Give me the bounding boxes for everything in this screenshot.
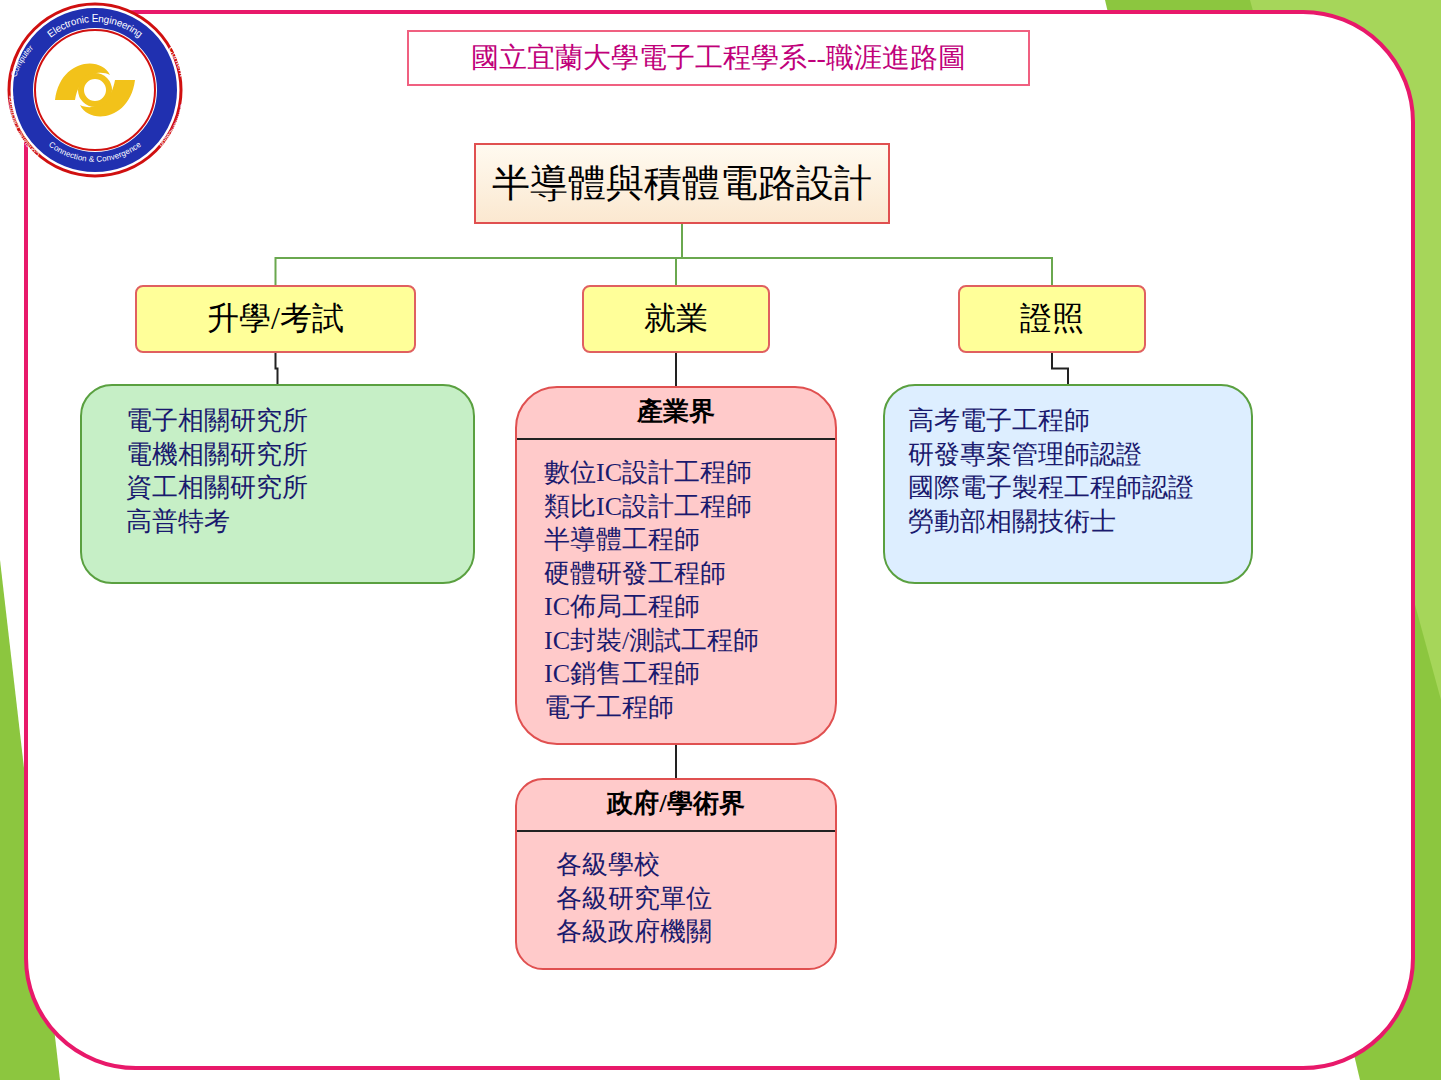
list-item: 國際電子製程工程師認證 (908, 471, 1231, 505)
list-item: 資工相關研究所 (126, 471, 453, 505)
logo-label-text: Content (166, 45, 188, 78)
tree-connector (276, 353, 278, 384)
logo-inner (35, 30, 155, 150)
logo-label-text: Consumer Electronics (7, 95, 41, 159)
category-box: 升學/考試 (135, 285, 416, 353)
box-label: 就業 (644, 297, 708, 341)
logo-band (23, 18, 167, 162)
list-item: 類比IC設計工程師 (517, 490, 835, 524)
list-item: 電子相關研究所 (126, 404, 453, 438)
box-label: 證照 (1020, 297, 1084, 341)
logo-label: Connection & Convergence (47, 140, 143, 164)
list-item: 各級學校 (517, 848, 835, 882)
box-label: 升學/考試 (207, 297, 344, 341)
section-heading: 政府/學術界 (517, 780, 835, 832)
logo-label-text: Electronic Engineering (45, 13, 145, 40)
list-item: 電子工程師 (517, 691, 835, 725)
logo-label: Consumer Electronics (7, 95, 41, 159)
list-item: 各級研究單位 (517, 882, 835, 916)
department-logo: Electronic EngineeringContentCommunicati… (0, 0, 200, 190)
logo-symbol (81, 76, 109, 104)
logo-label-text: Communication (158, 103, 187, 149)
root-box: 半導體與積體電路設計 (474, 143, 890, 224)
list-item: IC銷售工程師 (517, 657, 835, 691)
list-item: IC封裝/測試工程師 (517, 624, 835, 658)
list-item: IC佈局工程師 (517, 590, 835, 624)
list-item: 高考電子工程師 (908, 404, 1231, 438)
tree-connector (675, 745, 677, 778)
tree-connector (1052, 353, 1068, 384)
list-item: 電機相關研究所 (126, 438, 453, 472)
list-box: 政府/學術界各級學校各級研究單位各級政府機關 (515, 778, 837, 970)
logo-label: Electronic Engineering (45, 13, 145, 40)
list-box: 產業界數位IC設計工程師類比IC設計工程師半導體工程師硬體研發工程師IC佈局工程… (515, 386, 837, 745)
category-box: 就業 (582, 285, 770, 353)
logo-label-text: Connection & Convergence (47, 140, 143, 164)
list-item: 勞動部相關技術士 (908, 505, 1231, 539)
category-box: 證照 (958, 285, 1146, 353)
logo-label-text: Computer (9, 43, 35, 78)
tree-connector (682, 224, 1052, 285)
list-box: 電子相關研究所電機相關研究所資工相關研究所高普特考 (80, 384, 475, 584)
page-frame (26, 12, 1413, 1068)
logo-label: Computer (9, 43, 35, 78)
list-item: 研發專案管理師認證 (908, 438, 1231, 472)
tree-connector (675, 353, 677, 386)
box-label: 半導體與積體電路設計 (492, 158, 872, 209)
list-item: 硬體研發工程師 (517, 557, 835, 591)
list-box: 高考電子工程師研發專案管理師認證國際電子製程工程師認證勞動部相關技術士 (883, 384, 1253, 584)
section-heading: 產業界 (517, 388, 835, 440)
list-item: 數位IC設計工程師 (517, 456, 835, 490)
logo-label: Communication (158, 103, 187, 149)
list-item: 高普特考 (126, 505, 453, 539)
diagram-title: 國立宜蘭大學電子工程學系--職涯進路圖 (407, 30, 1030, 86)
logo-label: Content (166, 45, 188, 78)
tree-connector (276, 224, 683, 285)
list-item: 半導體工程師 (517, 523, 835, 557)
list-item: 各級政府機關 (517, 915, 835, 949)
